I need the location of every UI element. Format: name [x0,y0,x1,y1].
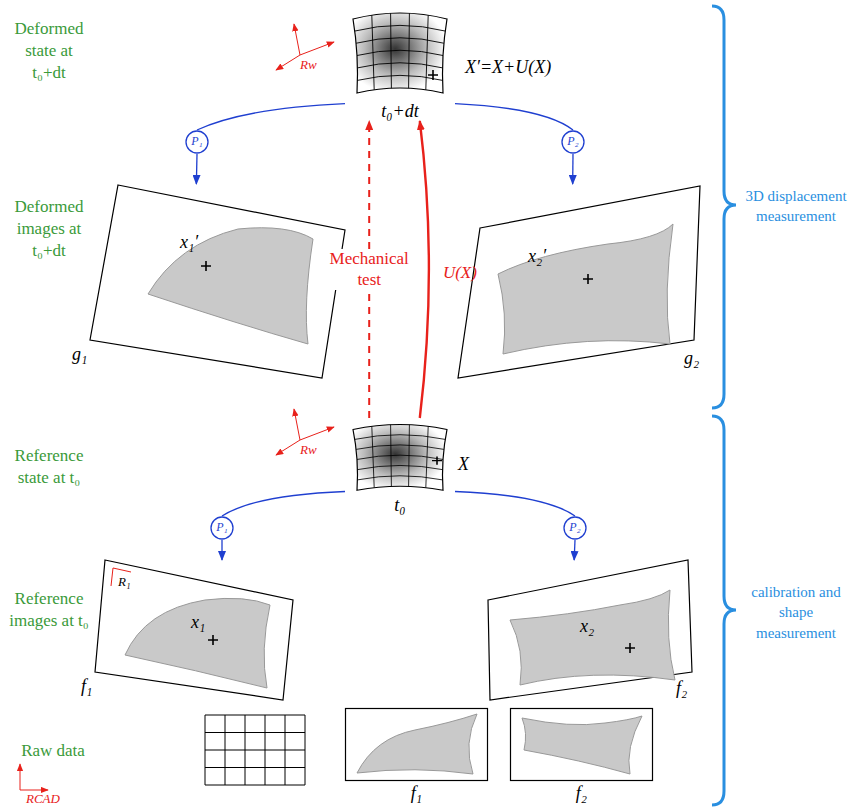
node-text: g₁ [72,344,87,365]
bracket [712,6,736,408]
node-text: f₂ [676,678,687,699]
node-text: P₁ [210,516,234,540]
diagram-node: x₂′ g₂ [458,184,702,380]
label-text: 3D displacement measurement [738,186,854,227]
projection-circle: P₂ [561,130,585,154]
label-text: Deformed state at t₀+dt [8,18,90,84]
node-text: X [458,454,469,475]
node-text: x₂′ [528,246,546,267]
node-text: X′=X+U(X) [465,57,551,78]
node-text: t₀ [345,495,455,516]
label-text: RCAD [26,792,60,807]
node-shape [88,184,346,380]
connector [420,121,429,418]
node-shape [345,5,455,100]
diagram-node: Xt₀ [345,418,455,516]
label-text: Raw data [8,740,98,762]
diagram-node: X′=X+U(X)t₀+dt [345,5,455,121]
label-text: Rw [300,443,317,458]
node-text: g₂ [684,348,699,369]
node-text: P₁ [185,130,209,154]
edge-label: Mechanical test [323,249,415,290]
cad-grid [205,715,305,785]
connector [222,492,345,517]
node-text: P₂ [563,516,587,540]
projection-circle: P₂ [563,516,587,540]
connector [196,154,198,184]
diagram-node: x₂ f₂ [480,560,694,702]
diagram-node: f₂ [510,708,653,804]
label-text: R₁ [118,575,130,590]
node-text: f₁ [345,783,488,804]
diagram-node: x₁′g₁ [88,184,346,380]
connector [197,104,345,130]
projection-circle: P₁ [185,130,209,154]
frame-axes [20,764,48,790]
bracket [712,416,736,805]
projection-circle: P₁ [210,516,234,540]
label-text: calibration and shape measurement [738,582,854,643]
node-text: x₂ [580,616,594,637]
node-shape [510,708,653,782]
connector [455,104,573,130]
label-text: Reference state at t₀ [8,445,90,489]
diagram-node: f₁ [345,708,488,804]
node-text: x₁ [191,612,205,633]
node-text: t₀+dt [345,101,455,122]
label-text: Deformed images at t₀+dt [8,196,90,262]
node-shape [345,708,488,782]
connector [221,540,222,560]
label-text: Rw [300,58,317,73]
node-text: f₂ [510,783,653,804]
node-shape [345,418,455,496]
connector [572,154,574,184]
edge-label: U(X) [443,263,477,283]
node-text: P₂ [561,130,585,154]
connector [574,540,576,560]
connector [455,492,575,517]
node-text: x₁′ [180,232,198,253]
label-text: Reference images at t₀ [8,588,90,632]
node-shape [458,184,702,380]
node-text: f₁ [81,676,92,697]
